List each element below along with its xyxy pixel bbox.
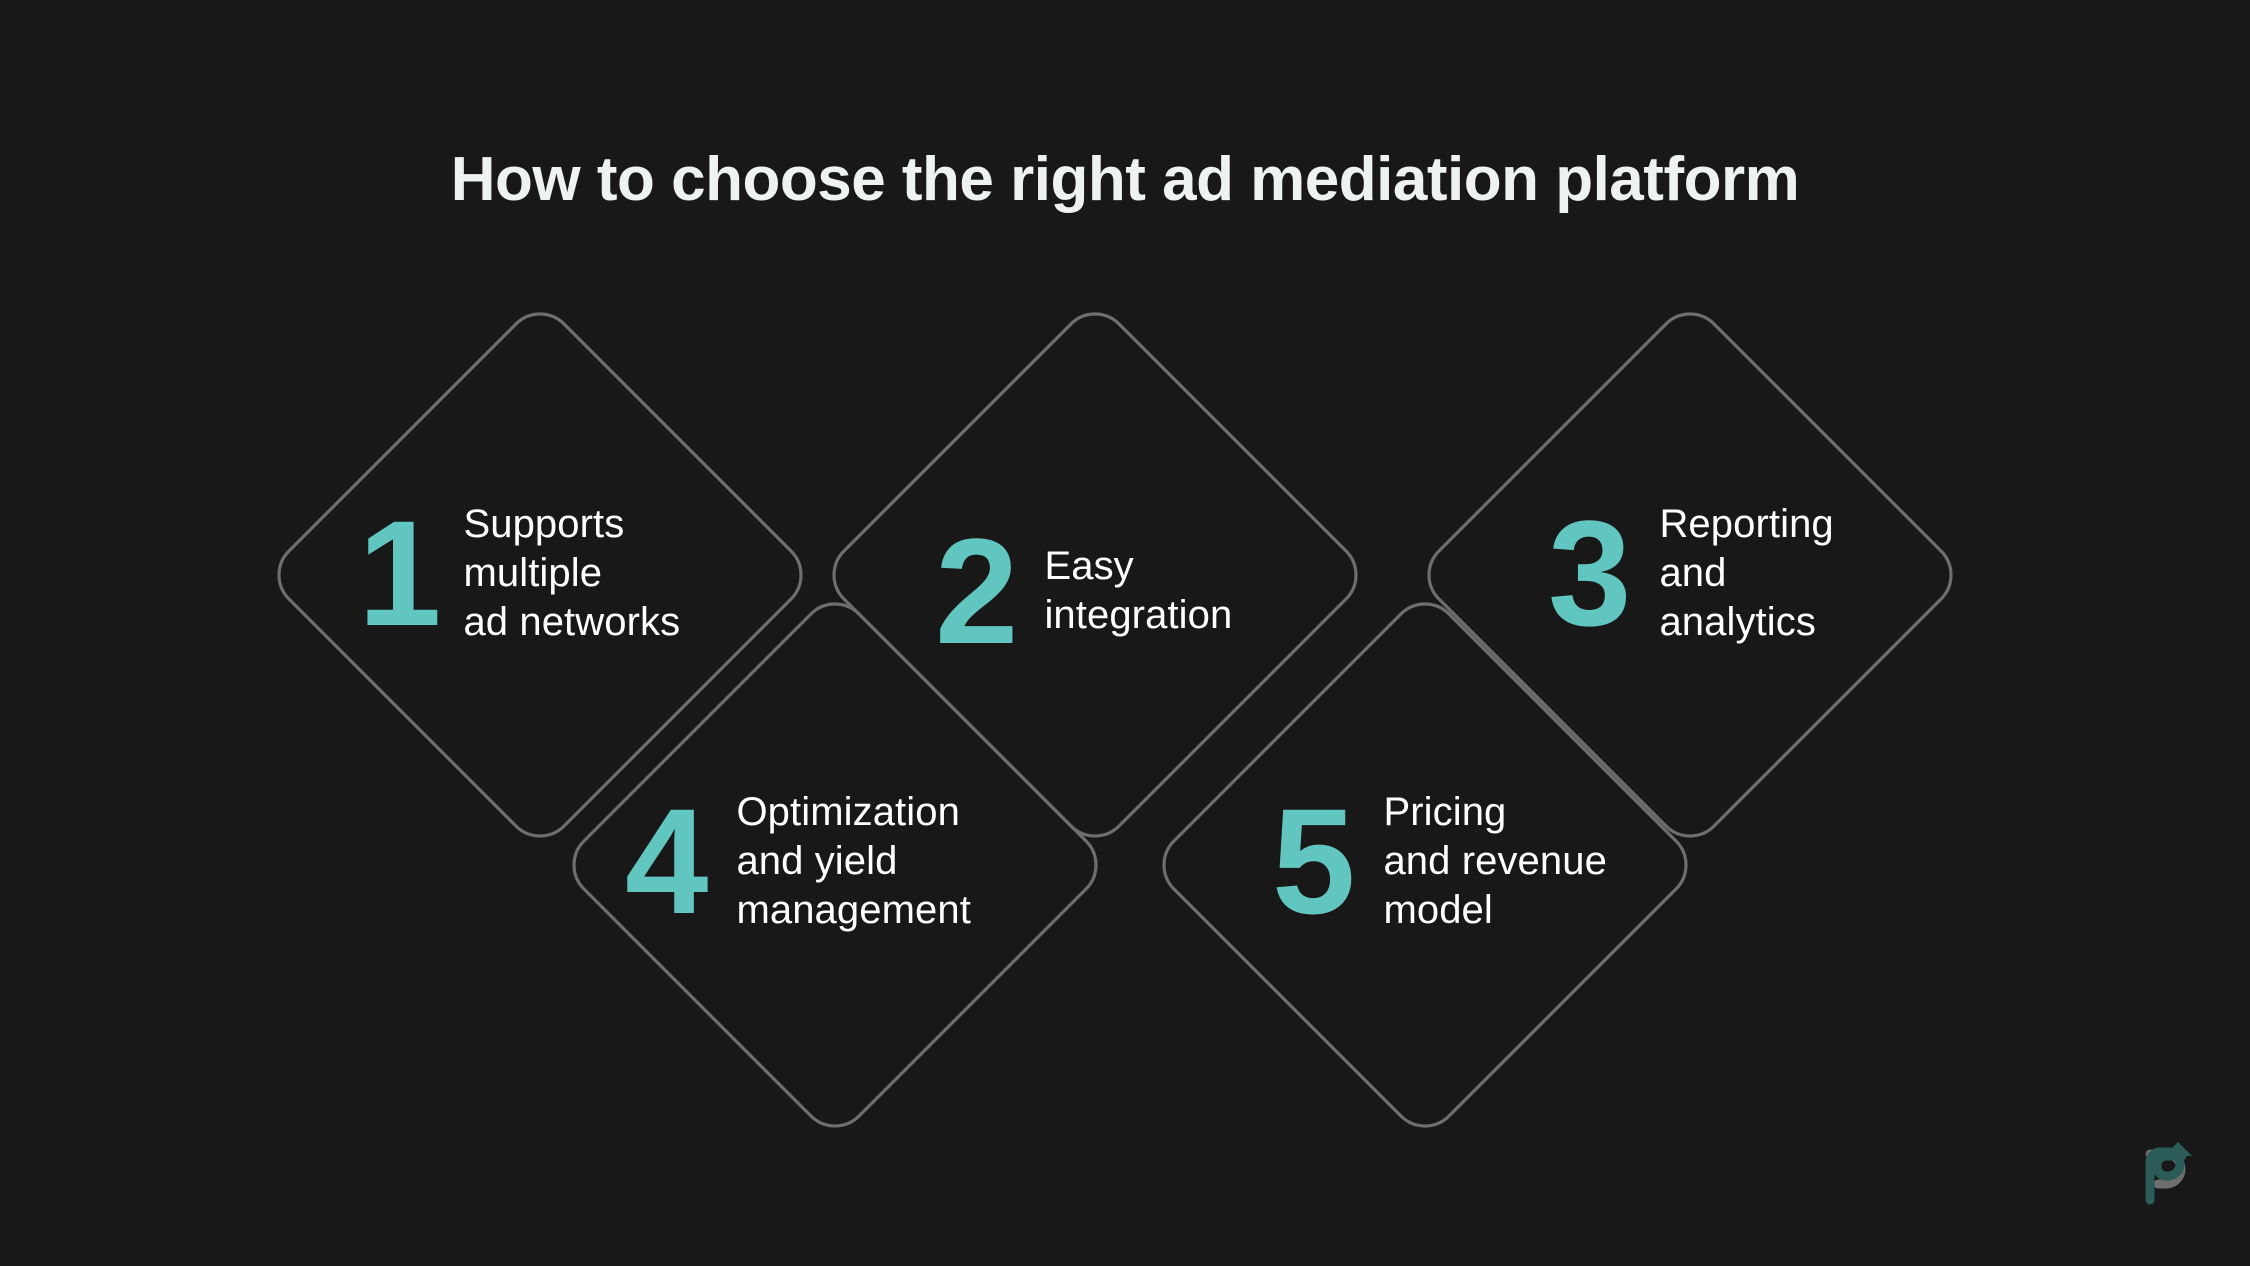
step-label-line: and revenue [1383,838,1607,883]
step-number-5: 5 [1272,777,1355,946]
step-label-line: Pricing [1383,790,1507,834]
step-label-line: analytics [1659,599,1816,644]
step-number-1: 1 [358,489,441,658]
step-label-line: model [1383,887,1493,932]
step-card-4[interactable]: 4 Optimization and yield management [625,777,971,946]
p-arrow-logo-icon [2145,1142,2192,1205]
step-card-1[interactable]: 1 Supports multiple ad networks [358,489,680,658]
step-number-4: 4 [625,777,708,946]
step-label-line: Supports [463,502,625,546]
step-label-2: Easy integration [1044,542,1232,640]
step-label-line: Easy [1044,544,1134,589]
step-label-line: Reporting [1659,502,1834,546]
step-label-5: Pricing and revenue model [1383,788,1607,934]
step-card-3[interactable]: 3 Reporting and analytics [1548,489,1834,658]
step-label-3: Reporting and analytics [1659,500,1833,646]
step-card-5[interactable]: 5 Pricing and revenue model [1272,777,1607,946]
page-title: How to choose the right ad mediation pla… [450,145,1800,214]
step-card-2[interactable]: 2 Easy integration [935,507,1232,675]
step-label-1: Supports multiple ad networks [463,500,680,646]
step-number-2: 2 [935,507,1018,675]
step-label-line: multiple [463,550,603,595]
step-label-4: Optimization and yield management [736,788,970,934]
step-label-line: integration [1044,593,1233,637]
step-label-line: and [1659,550,1727,595]
step-label-line: management [736,887,971,932]
step-label-line: and yield [736,838,898,883]
step-number-3: 3 [1548,489,1631,658]
step-label-line: Optimization [736,790,960,834]
step-label-line: ad networks [463,599,681,644]
